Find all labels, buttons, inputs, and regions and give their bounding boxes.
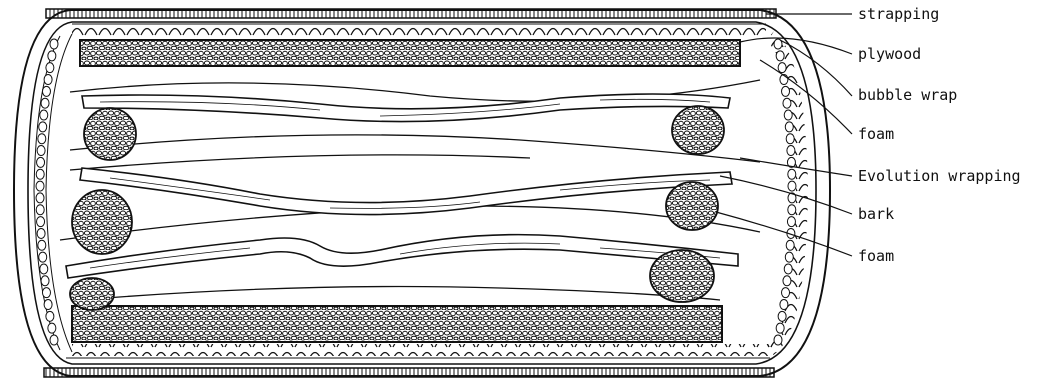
bubble-cell: [782, 288, 790, 298]
bubble-cell: [38, 134, 46, 144]
bubble-cell: [778, 311, 786, 321]
bubble-cell: [36, 193, 44, 203]
label-bark: bark: [858, 205, 894, 223]
bubble-cell: [786, 240, 794, 250]
bubble-cell: [788, 205, 796, 215]
bubble-cell: [786, 134, 794, 144]
bubble-cell: [48, 51, 56, 61]
bubble-cell: [46, 63, 54, 73]
bubble-cell: [36, 205, 44, 215]
bubble-cell: [39, 252, 47, 262]
label-evolution-wrapping: Evolution wrapping: [858, 167, 1021, 185]
bubble-wrap-top-row: [72, 24, 766, 38]
bubble-cell: [787, 146, 795, 156]
bubble-cell: [44, 299, 52, 309]
bubble-cell: [37, 228, 45, 238]
label-strapping: strapping: [858, 5, 939, 23]
foam-pad-middle-right: [666, 182, 718, 230]
plywood-top: [80, 40, 740, 66]
bubble-cell: [778, 63, 786, 73]
foam-pad-middle-left: [72, 190, 132, 254]
strapping-band-bottom: [44, 368, 774, 377]
bubble-cell: [39, 122, 47, 132]
bubble-cell: [40, 110, 48, 120]
bubble-cell: [50, 335, 58, 345]
bubble-cell: [48, 323, 56, 333]
bubble-cell: [37, 217, 45, 227]
bubble-cell: [40, 264, 48, 274]
bubble-cell: [784, 110, 792, 120]
bubble-cell: [37, 146, 45, 156]
bubble-cell: [38, 240, 46, 250]
bubble-cell: [787, 217, 795, 227]
bubble-cell: [50, 39, 58, 49]
bubble-cell: [44, 75, 52, 85]
label-plywood: plywood: [858, 45, 921, 63]
bubble-cell: [46, 311, 54, 321]
bubble-cell: [36, 169, 44, 179]
bubble-cell: [783, 276, 791, 286]
bubble-cell: [785, 252, 793, 262]
foam-pad-bottom-right: [650, 250, 714, 302]
bubble-cell: [774, 335, 782, 345]
strapping-band-top: [46, 9, 776, 18]
bubble-cell: [776, 51, 784, 61]
bubble-cell: [37, 157, 45, 167]
bubble-cell: [785, 122, 793, 132]
label-foam-top: foam: [858, 125, 894, 143]
foam-pad-top-left: [84, 108, 136, 160]
label-bubble-wrap: bubble wrap: [858, 86, 957, 104]
bubble-cell: [42, 288, 50, 298]
bubble-cell: [41, 98, 49, 108]
foam-pad-bottom-left: [70, 278, 114, 310]
foam-pad-top-right: [672, 106, 724, 154]
bubble-cell: [42, 86, 50, 96]
plywood-bottom: [72, 306, 722, 342]
labels: strapping plywood bubble wrap foam Evolu…: [858, 5, 1021, 265]
bubble-cell: [36, 181, 44, 191]
bubble-cell: [780, 299, 788, 309]
bubble-cell: [784, 264, 792, 274]
bubble-cell: [776, 323, 784, 333]
bubble-cell: [783, 98, 791, 108]
bubble-cell: [788, 169, 796, 179]
bubble-cell: [41, 276, 49, 286]
bubble-cell: [788, 181, 796, 191]
label-foam-bottom: foam: [858, 247, 894, 265]
bubble-wrap-bottom-row: [66, 344, 772, 358]
bubble-cell: [782, 86, 790, 96]
